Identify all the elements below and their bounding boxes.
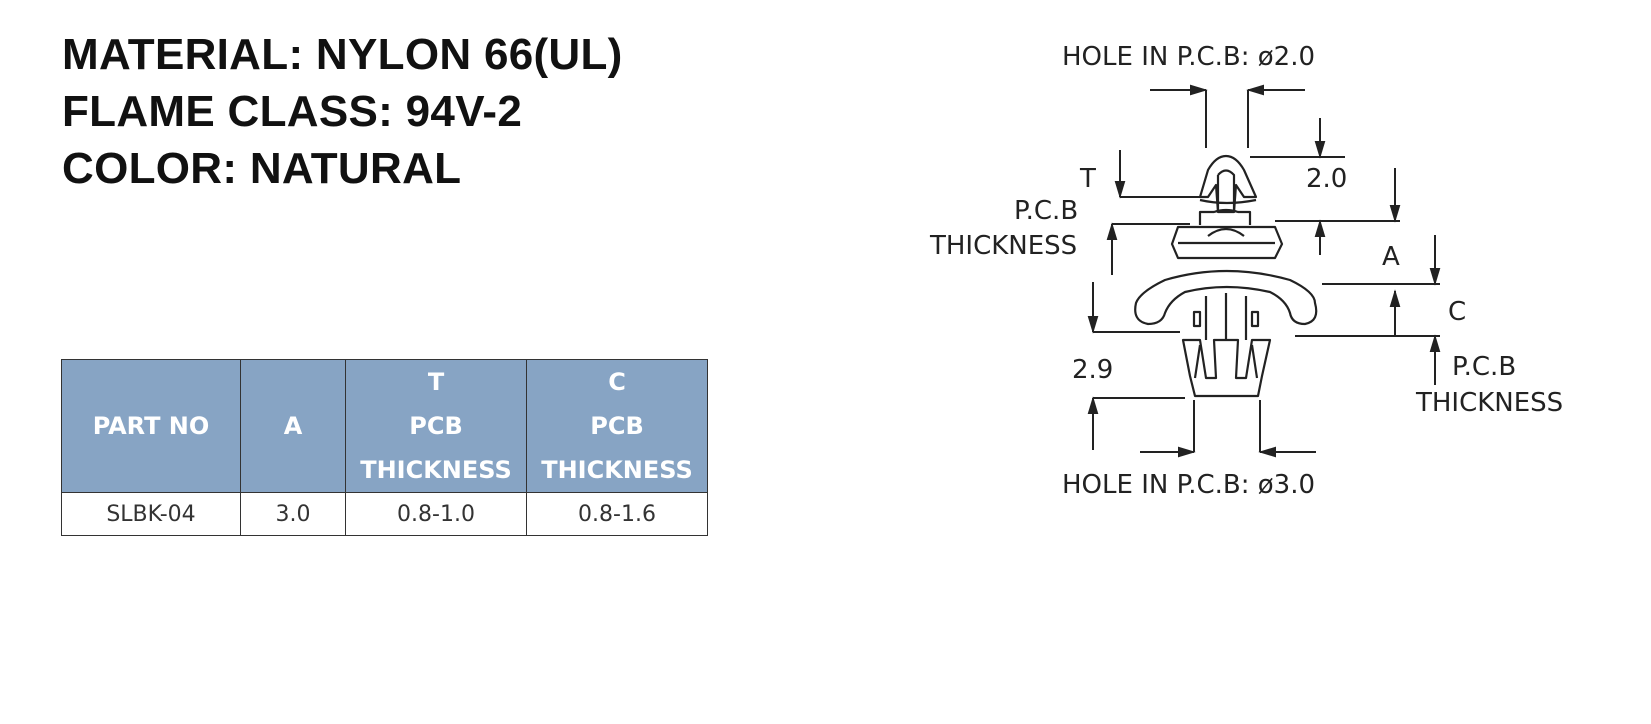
pcb-right-line1: P.C.B: [1452, 352, 1516, 382]
cell-part-no: SLBK-04: [61, 492, 241, 536]
pcb-left-line1: P.C.B: [1014, 196, 1078, 226]
material-specs: MATERIAL: NYLON 66(UL) FLAME CLASS: 94V-…: [62, 26, 623, 197]
table-row: SLBK-04 3.0 0.8-1.0 0.8-1.6: [61, 492, 708, 536]
top-hole-dimension: [1150, 84, 1305, 148]
dim-2-9-label: 2.9: [1072, 355, 1113, 385]
header-t-letter: T: [427, 368, 445, 396]
parts-table: PART NO A T PCB THICKNESS C PCB THICKNES…: [61, 359, 708, 536]
header-part-no-label: PART NO: [92, 412, 210, 440]
header-c-letter: C: [608, 368, 626, 396]
header-c-pcb-thickness: C PCB THICKNESS: [526, 359, 708, 493]
cell-a: 3.0: [240, 492, 346, 536]
dim-2-0: [1250, 118, 1400, 255]
bottom-hole-label: HOLE IN P.C.B: ø3.0: [1062, 470, 1315, 500]
dim-t: [1106, 150, 1200, 275]
header-a-label: A: [283, 412, 303, 440]
dim-2-9: [1087, 282, 1185, 450]
dim-c: [1295, 289, 1441, 385]
top-hole-label: HOLE IN P.C.B: ø2.0: [1062, 42, 1315, 72]
dim-a: [1322, 168, 1441, 286]
header-c-pcb: PCB: [590, 412, 644, 440]
label-t: T: [1079, 164, 1096, 194]
label-c: C: [1448, 297, 1466, 327]
color-spec: COLOR: NATURAL: [62, 144, 462, 193]
flame-class-spec: FLAME CLASS: 94V-2: [62, 87, 523, 136]
dim-2-0-label: 2.0: [1306, 164, 1347, 194]
cell-c: 0.8-1.6: [526, 492, 708, 536]
header-t-pcb-thickness: T PCB THICKNESS: [345, 359, 527, 493]
bottom-hole-dimension: [1140, 400, 1316, 458]
header-c-thickness: THICKNESS: [541, 456, 693, 484]
table-header-row: PART NO A T PCB THICKNESS C PCB THICKNES…: [61, 359, 708, 493]
material-spec: MATERIAL: NYLON 66(UL): [62, 30, 623, 79]
label-a: A: [1382, 242, 1400, 272]
header-t-pcb: PCB: [409, 412, 463, 440]
pcb-right-line2: THICKNESS: [1415, 388, 1563, 418]
pcb-left-line2: THICKNESS: [929, 231, 1077, 261]
header-t-thickness: THICKNESS: [360, 456, 512, 484]
spacer-outline: [1134, 154, 1318, 398]
cell-t: 0.8-1.0: [345, 492, 527, 536]
